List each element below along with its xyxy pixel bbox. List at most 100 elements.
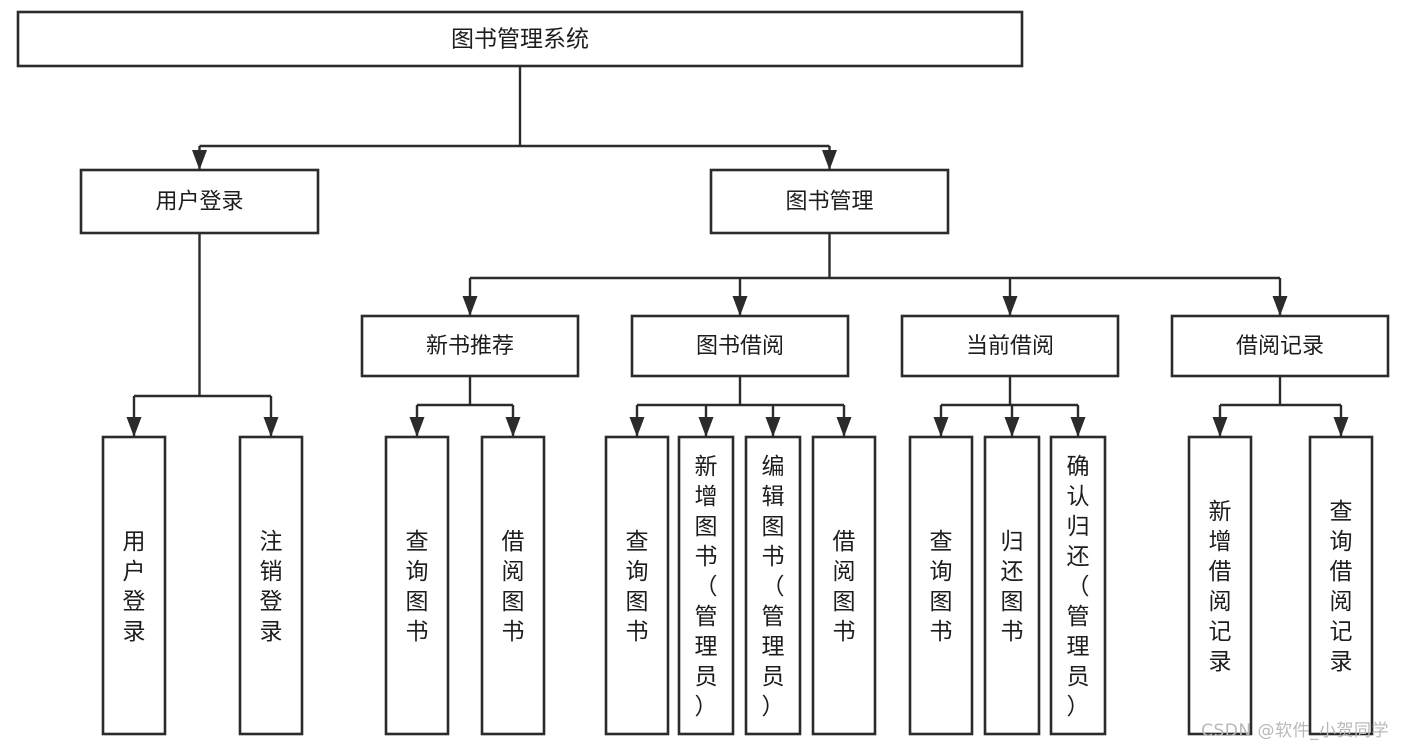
arrow-head-icon: [1333, 417, 1349, 437]
leaf-label-char: 认: [1067, 484, 1090, 510]
arrow-head-icon: [836, 417, 852, 437]
node-module-1[interactable]: [79, 168, 320, 235]
leaf-label-char: 用: [123, 529, 146, 555]
leaf-label-char: 新: [1209, 499, 1232, 525]
leaf-label-char: 录: [1209, 649, 1232, 675]
leaf-label-char: 销: [260, 559, 283, 585]
leaf-label-char: ）: [1067, 694, 1090, 720]
leaf-label-char: 录: [1330, 649, 1353, 675]
node-root-system[interactable]: [16, 10, 1024, 68]
node-function-1[interactable]: [101, 435, 167, 736]
arrow-head-icon: [732, 296, 748, 316]
leaf-label-char: 阅: [1330, 589, 1353, 615]
leaf-label-char: 归: [1001, 529, 1024, 555]
leaf-label-char: 还: [1067, 544, 1090, 570]
leaf-label-char: 管: [1067, 604, 1090, 630]
node-function-5[interactable]: [604, 435, 670, 736]
arrow-head-icon: [1212, 417, 1228, 437]
leaf-label-char: 图: [1001, 589, 1024, 615]
connector-layer: [126, 66, 1349, 437]
leaf-label-char: 询: [626, 559, 649, 585]
leaf-label-char: 图: [762, 514, 785, 540]
leaf-label-char: 记: [1330, 619, 1353, 645]
leaf-label-char: 借: [502, 529, 525, 555]
node-function-9[interactable]: [908, 435, 974, 736]
arrow-head-icon: [629, 417, 645, 437]
node-module-2[interactable]: [709, 168, 950, 235]
leaf-label-char: 查: [626, 529, 649, 555]
leaf-label-char: 归: [1067, 514, 1090, 540]
leaf-label-char: 书: [502, 619, 525, 645]
leaf-label-char: 书: [930, 619, 953, 645]
node-submodule-label-3: 当前借阅: [966, 334, 1054, 359]
node-layer: 图书管理系统用户登录图书管理新书推荐图书借阅当前借阅借阅记录用户登录注销登录查询…: [16, 10, 1390, 736]
node-module-label-1: 用户登录: [155, 190, 243, 215]
leaf-label-char: 图: [695, 514, 718, 540]
node-submodule-label-2: 图书借阅: [696, 334, 784, 359]
node-submodule-2[interactable]: [630, 314, 850, 378]
node-submodule-3[interactable]: [900, 314, 1120, 378]
leaf-label-char: 图: [833, 589, 856, 615]
node-function-10[interactable]: [983, 435, 1041, 736]
leaf-label-char: 书: [833, 619, 856, 645]
leaf-label-char: 阅: [833, 559, 856, 585]
leaf-label-char: 员: [695, 664, 718, 690]
node-function-3[interactable]: [384, 435, 450, 736]
leaf-label-char: 户: [123, 559, 146, 585]
node-function-12[interactable]: [1187, 435, 1253, 736]
arrow-head-icon: [1004, 417, 1020, 437]
node-function-4[interactable]: [480, 435, 546, 736]
leaf-label-char: 图: [502, 589, 525, 615]
leaf-label-char: （: [1067, 574, 1090, 600]
leaf-label-char: 图: [626, 589, 649, 615]
leaf-label-char: 编: [762, 454, 785, 480]
leaf-label-char: 图: [406, 589, 429, 615]
node-submodule-1[interactable]: [360, 314, 580, 378]
arrow-head-icon: [698, 417, 714, 437]
leaf-label-char: 登: [123, 589, 146, 615]
leaf-label-char: 增: [1209, 529, 1232, 555]
arrow-head-icon: [462, 296, 478, 316]
arrow-head-icon: [933, 417, 949, 437]
node-function-6[interactable]: [677, 435, 735, 736]
leaf-label-char: 管: [695, 604, 718, 630]
node-submodule-label-1: 新书推荐: [426, 334, 514, 359]
leaf-label-char: 录: [260, 619, 283, 645]
leaf-label-char: 询: [930, 559, 953, 585]
leaf-label-char: 记: [1209, 619, 1232, 645]
leaf-label-char: 录: [123, 619, 146, 645]
node-function-11[interactable]: [1049, 435, 1107, 736]
node-function-2[interactable]: [238, 435, 304, 736]
node-function-7[interactable]: [744, 435, 802, 736]
leaf-label-char: 查: [930, 529, 953, 555]
node-submodule-4[interactable]: [1170, 314, 1390, 378]
leaf-label-char: 借: [833, 529, 856, 555]
leaf-label-char: 图: [930, 589, 953, 615]
leaf-label-char: 辑: [762, 484, 785, 510]
leaf-label-char: ）: [762, 694, 785, 720]
leaf-label-char: 注: [260, 529, 283, 555]
node-module-label-2: 图书管理: [785, 190, 873, 215]
leaf-label-char: 书: [762, 544, 785, 570]
leaf-label-char: 书: [1001, 619, 1024, 645]
leaf-label-char: 员: [762, 664, 785, 690]
leaf-label-char: 阅: [1209, 589, 1232, 615]
arrow-head-icon: [192, 150, 207, 170]
node-function-13[interactable]: [1308, 435, 1374, 736]
arrow-head-icon: [1002, 296, 1018, 316]
arrow-head-icon: [1070, 417, 1086, 437]
leaf-label-char: 询: [1330, 529, 1353, 555]
leaf-label-char: 查: [1330, 499, 1353, 525]
node-function-8[interactable]: [811, 435, 877, 736]
leaf-label-char: 还: [1001, 559, 1024, 585]
